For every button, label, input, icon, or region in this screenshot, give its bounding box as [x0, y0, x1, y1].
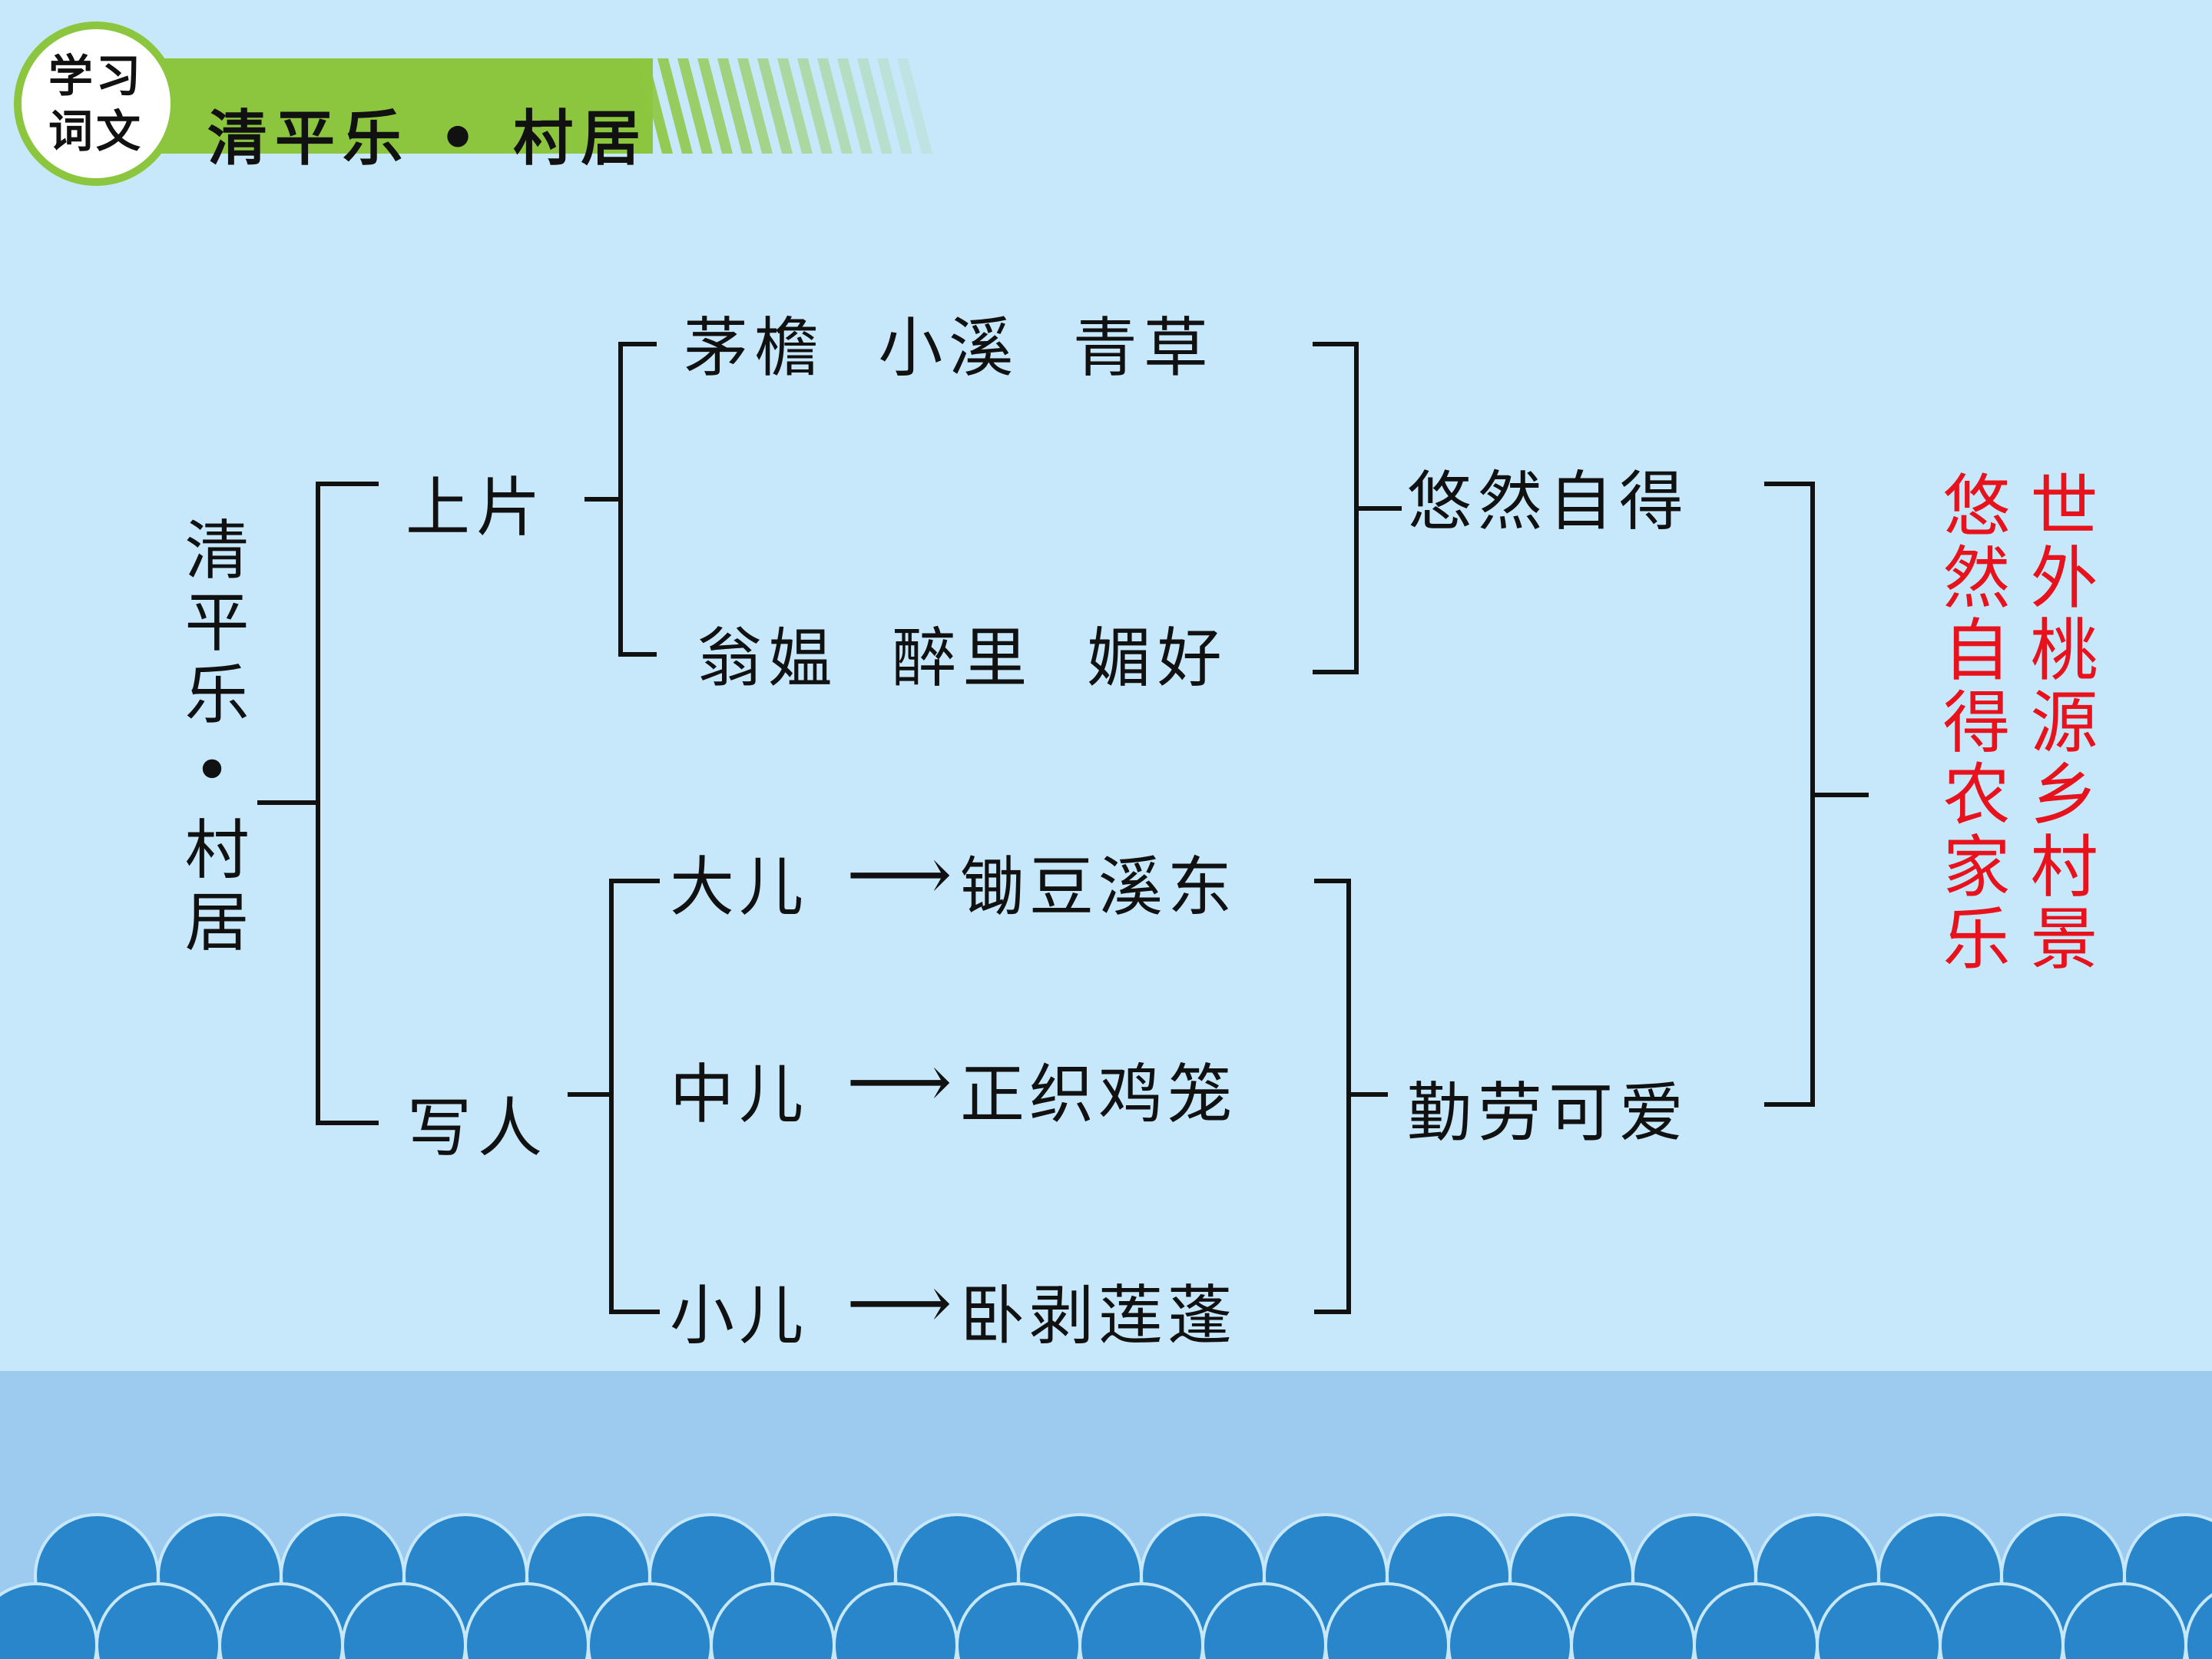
banner-stripe: [637, 58, 673, 154]
banner-stripe: [757, 58, 793, 154]
banner-stripe: [877, 58, 912, 154]
banner-stripe: [837, 58, 873, 154]
banner-stripe: [777, 58, 813, 154]
upper-summary-bracket: [1313, 342, 1359, 674]
banner-stripe: [797, 58, 833, 154]
people-bracket: [609, 879, 660, 1314]
badge: 学习 词文: [14, 22, 178, 186]
banner-stripe: [697, 58, 733, 154]
people-label: 写人: [407, 1091, 549, 1166]
banner-stripe: [857, 58, 892, 154]
header-banner: [92, 58, 932, 154]
banner-stripe: [677, 58, 713, 154]
people-row-3-does: 卧剥莲蓬: [960, 1278, 1237, 1353]
people-row-1-arrow: ⟶: [846, 831, 957, 917]
root-label: 清平乐•村居: [174, 516, 250, 960]
people-summary: 勤劳可爱: [1407, 1075, 1690, 1151]
wave-arc: [2184, 1593, 2212, 1659]
people-row-1-does: 锄豆溪东: [960, 849, 1237, 925]
banner-stripe: [737, 58, 773, 154]
badge-line-2: 词文: [48, 105, 144, 157]
root-bracket: [316, 482, 379, 1125]
banner-stripe: [657, 58, 693, 154]
banner-stripe: [717, 58, 753, 154]
upper-scene-2: 翁媪 醉里 媚好: [697, 621, 1228, 696]
people-row-3-arrow: ⟶: [846, 1260, 957, 1346]
badge-inner: 学习 词文: [22, 29, 171, 178]
people-row-2-who: 中儿: [670, 1057, 809, 1132]
conclusion-left: 悠然自得农家乐: [1932, 470, 2011, 975]
upper-scene-1: 茅檐 小溪 青草: [684, 310, 1214, 386]
people-row-1-who: 大儿: [670, 849, 809, 925]
final-bracket: [1764, 482, 1815, 1107]
header-title: 清平乐 • 村居: [207, 104, 649, 174]
banner-stripe: [817, 58, 853, 154]
banner-stripe: [897, 58, 932, 154]
upper-label: 上片: [406, 470, 548, 545]
people-row-2-does: 正织鸡笼: [960, 1057, 1237, 1132]
upper-scene-bracket: [618, 342, 657, 657]
people-row-3-who: 小儿: [670, 1278, 809, 1353]
upper-summary: 悠然自得: [1407, 464, 1690, 539]
badge-line-1: 学习: [48, 50, 144, 102]
conclusion-right: 世外桃源乡村景: [2019, 470, 2098, 975]
people-row-2-arrow: ⟶: [846, 1038, 957, 1124]
people-summary-bracket: [1314, 879, 1351, 1314]
